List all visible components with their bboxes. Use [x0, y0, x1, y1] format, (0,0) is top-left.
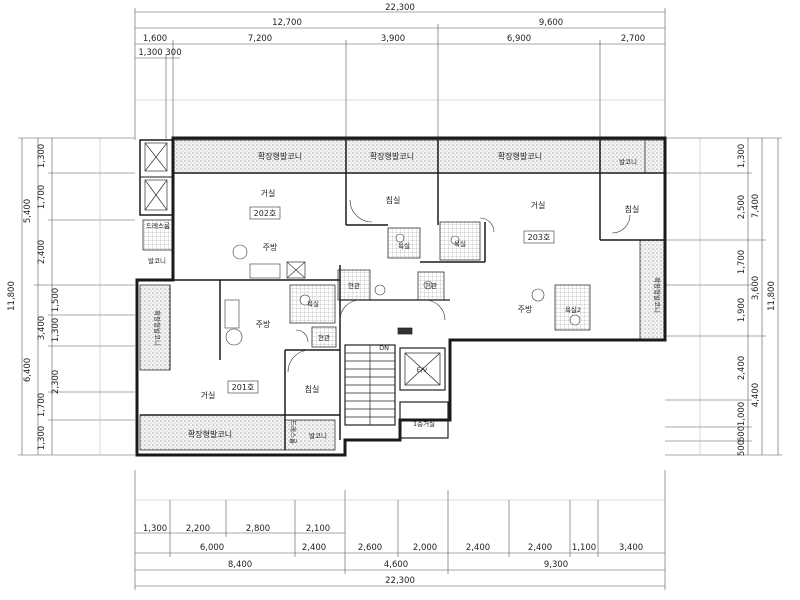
- dim-right-i6: 1,000: [737, 402, 747, 426]
- label-living-202: 거실: [261, 188, 276, 198]
- dim-left-a3: 2,400: [37, 240, 47, 264]
- dim-right-i3: 1,700: [737, 250, 747, 274]
- dim-top-r3-5: 2,700: [621, 34, 645, 44]
- fixtures: [224, 233, 581, 346]
- left-dimensions: [18, 137, 135, 456]
- label-bath-202: 욕실: [398, 241, 410, 250]
- label-kitchen-202: 주방: [263, 242, 278, 252]
- top-dimensions: [134, 8, 666, 140]
- dim-right-outer: 11,800: [767, 281, 777, 311]
- label-unit-202: 202호: [254, 209, 277, 218]
- dim-bot-r1-4: 2,100: [306, 524, 330, 534]
- dim-bot-total: 22,300: [385, 576, 415, 586]
- dim-right-i8: 500: [737, 440, 747, 456]
- label-balcony-top-c: 확장형발코니: [498, 151, 542, 161]
- dim-top-r3-4: 6,900: [507, 34, 531, 44]
- dim-left-b4: 2,300: [51, 370, 61, 394]
- label-living-201: 거실: [201, 390, 216, 400]
- shafts: [144, 142, 306, 279]
- label-balcony-bottom-small: 발코니: [309, 431, 327, 440]
- dim-left-b3: 1,300: [51, 318, 61, 342]
- label-entry-202: 현관: [348, 281, 360, 290]
- dim-left-a2: 1,700: [37, 185, 47, 209]
- right-dimensions: [665, 137, 782, 456]
- dim-bot-r2-5: 2,400: [466, 543, 490, 553]
- dim-left-b6: 1,300: [37, 426, 47, 450]
- dim-right-m1: 7,400: [751, 194, 761, 218]
- dim-left-b5: 1,700: [37, 393, 47, 417]
- label-kitchen-203: 주방: [518, 304, 533, 314]
- label-bedroom-203: 침실: [625, 204, 640, 214]
- label-balcony-small-tr: 발코니: [619, 157, 637, 166]
- dim-bot-r2-6: 2,400: [528, 543, 552, 553]
- dim-top-r4: 1,300 300: [138, 48, 181, 58]
- dim-top-total: 22,300: [385, 3, 415, 13]
- label-balcony-left-small: 발코니: [148, 256, 166, 265]
- dim-right-i7: 600: [737, 426, 747, 442]
- dim-left-b2: 3,400: [37, 316, 47, 340]
- dim-bot-r2-7: 1,100: [572, 543, 596, 553]
- dim-right-i4: 1,900: [737, 298, 747, 322]
- label-entry-203: 현관: [425, 281, 437, 290]
- dim-top-r2-1: 12,700: [272, 18, 302, 28]
- dim-left-b1: 1,500: [51, 288, 61, 312]
- dim-right-m2: 3,600: [751, 276, 761, 300]
- label-entry-201: 현관: [318, 333, 330, 342]
- unit-203-box: [523, 230, 555, 244]
- label-balcony-top-b: 확장형발코니: [370, 151, 414, 161]
- dim-top-r3-1: 1,600: [143, 34, 167, 44]
- label-unit-201: 201호: [232, 383, 255, 392]
- dim-bot-r2-3: 2,600: [358, 543, 382, 553]
- label-balcony-bottom: 확장형발코니: [188, 429, 232, 439]
- dim-bot-r3-2: 4,600: [384, 560, 408, 570]
- label-balcony-left-ext: 확장형발코니: [153, 310, 162, 346]
- label-bath-201: 욕실: [307, 299, 319, 308]
- unit-201-box: [227, 380, 259, 394]
- dim-bot-r2-1: 6,000: [200, 543, 224, 553]
- dim-left-outer: 11,800: [7, 281, 17, 311]
- dim-bot-r2-8: 3,400: [619, 543, 643, 553]
- label-bedroom-201: 침실: [305, 384, 320, 394]
- unit-202-box: [249, 206, 281, 220]
- dim-right-i1: 1,300: [737, 144, 747, 168]
- dim-bot-r1-3: 2,800: [246, 524, 270, 534]
- label-stair: DN: [379, 344, 389, 352]
- label-elevator: E/V: [417, 366, 428, 374]
- dim-right-i2: 2,500: [737, 195, 747, 219]
- stair-core: [344, 327, 449, 439]
- dim-bot-r1-1: 1,300: [143, 524, 167, 534]
- dim-bot-r3-3: 9,300: [544, 560, 568, 570]
- label-bedroom-202: 침실: [386, 195, 401, 205]
- label-stair-up: 1층거실: [413, 419, 435, 428]
- dim-bot-r2-2: 2,400: [302, 543, 326, 553]
- label-balcony-top-a: 확장형발코니: [258, 151, 302, 161]
- dim-right-i5: 2,400: [737, 356, 747, 380]
- wet-areas: [142, 219, 591, 348]
- label-kitchen-201: 주방: [256, 319, 271, 329]
- dim-left-a1: 1,300: [37, 144, 47, 168]
- label-bath-203b: 욕실2: [565, 305, 581, 314]
- dim-right-m3: 4,400: [751, 383, 761, 407]
- label-bath-203: 욕실: [454, 239, 466, 248]
- label-unit-203: 203호: [528, 233, 551, 242]
- dim-top-r3-3: 3,900: [381, 34, 405, 44]
- label-balcony-203-right: 확장형발코니: [653, 277, 662, 313]
- dim-left-mid-1: 5,400: [23, 199, 33, 223]
- dim-bot-r1-2: 2,200: [186, 524, 210, 534]
- label-dress-201: 드레스룸: [289, 420, 298, 444]
- label-dress-202: 드레스룸: [146, 221, 170, 230]
- dim-bot-r2-4: 2,000: [413, 543, 437, 553]
- dim-top-r2-2: 9,600: [539, 18, 563, 28]
- balconies: [139, 139, 666, 451]
- dim-bot-r3-1: 8,400: [228, 560, 252, 570]
- dim-left-mid-2: 6,400: [23, 358, 33, 382]
- bottom-dimensions: [134, 470, 666, 590]
- dim-top-r3-2: 7,200: [248, 34, 272, 44]
- door-swings: [287, 199, 631, 373]
- label-living-203: 거실: [531, 200, 546, 210]
